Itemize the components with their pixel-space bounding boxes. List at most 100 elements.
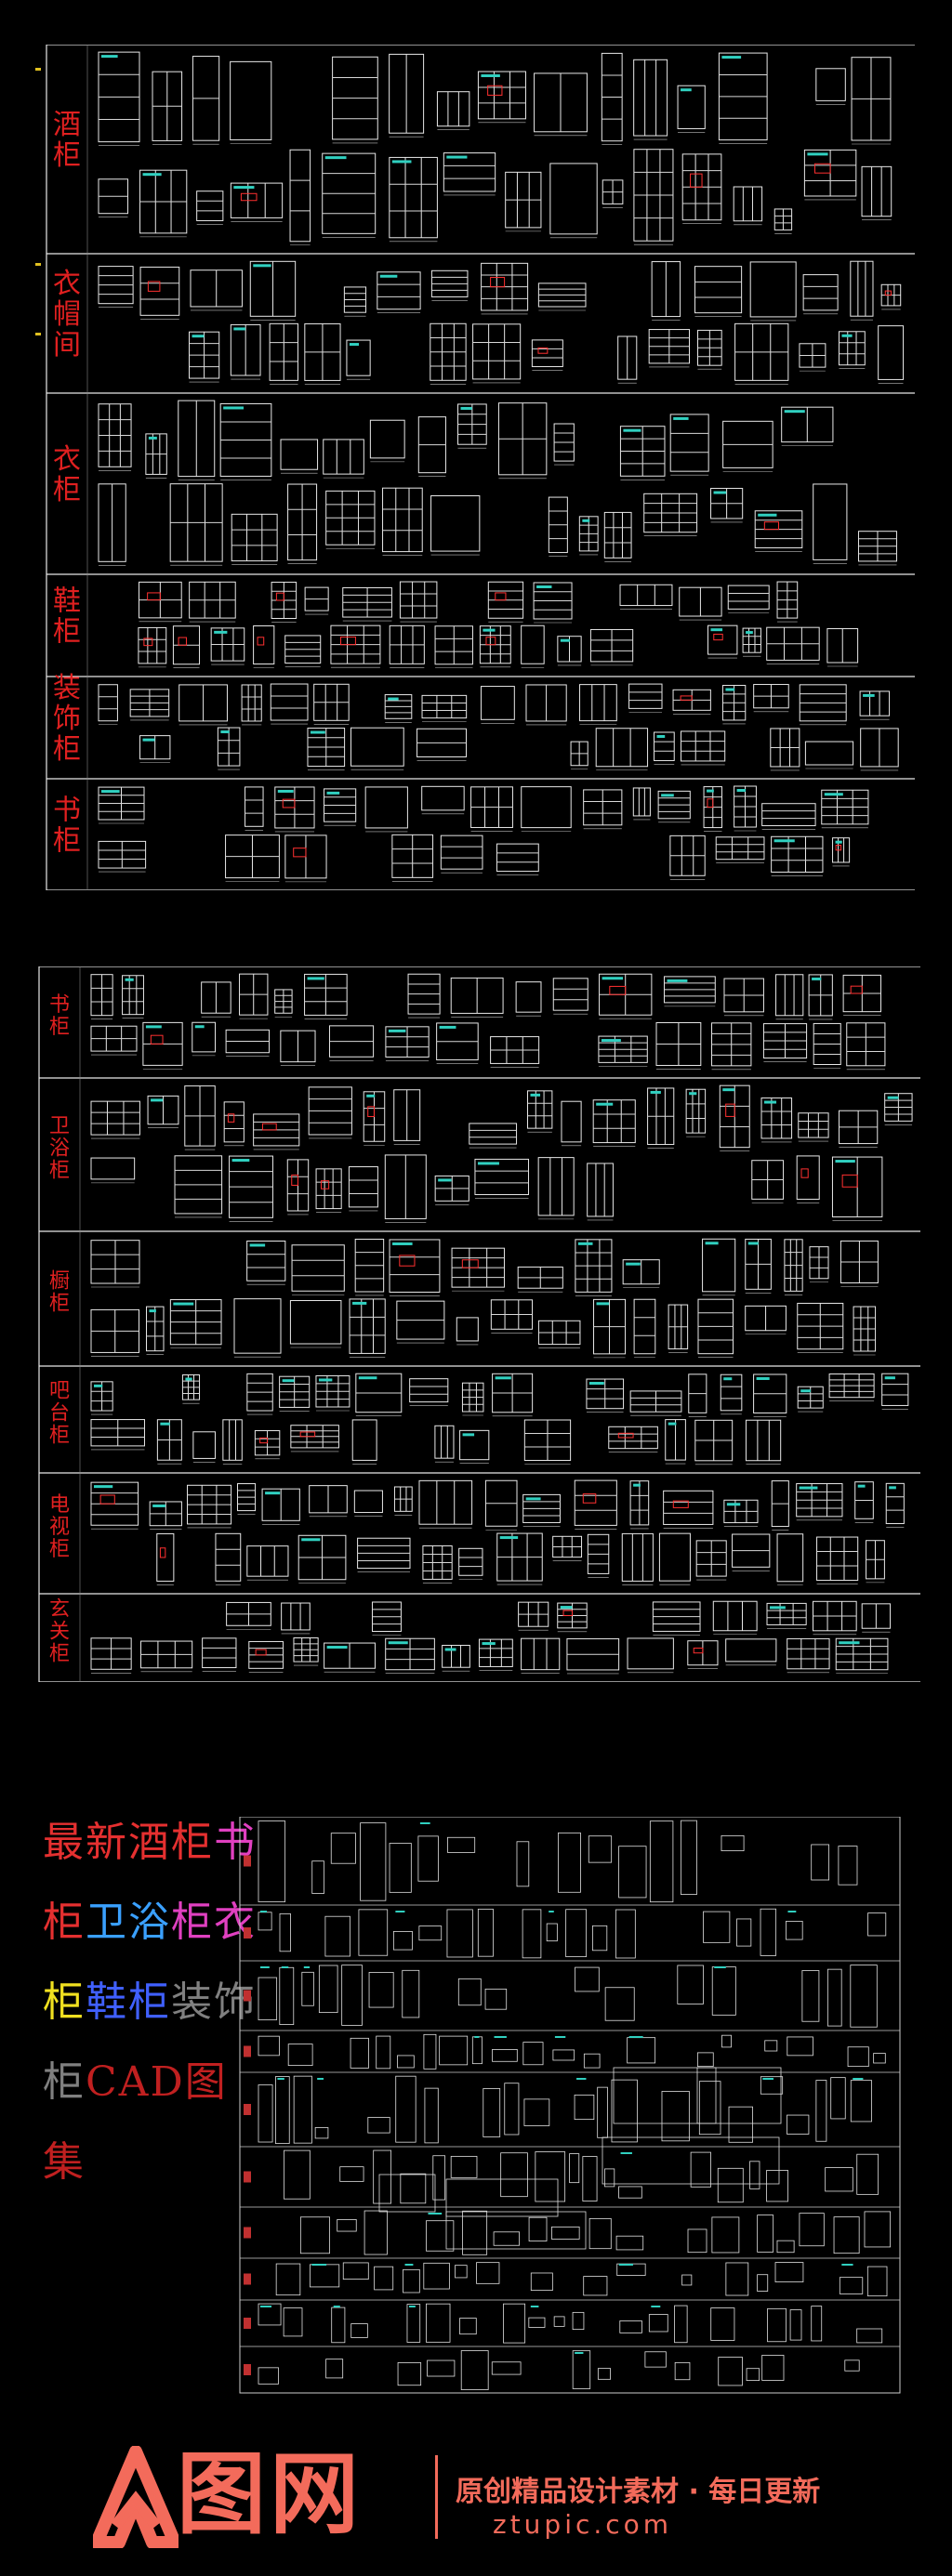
cad-cabinet-drawing	[799, 343, 826, 372]
cad-cabinet-drawing	[309, 1485, 348, 1518]
cad-cabinet-drawing	[798, 1112, 829, 1142]
cad-cabinet-drawing	[557, 1602, 588, 1633]
cad-cabinet-drawing	[821, 789, 869, 829]
cad-cabinet-drawing	[652, 1601, 701, 1636]
cad-thumbnail	[864, 2211, 892, 2248]
cad-thumbnail	[767, 2307, 787, 2343]
cad-cabinet-drawing	[229, 1155, 273, 1222]
cad-cabinet-drawing	[629, 1480, 650, 1530]
cad-cabinet-drawing	[521, 1637, 561, 1674]
cad-cabinet-drawing	[230, 60, 272, 144]
cad-cabinet-drawing	[90, 1419, 145, 1451]
cad-cabinet-drawing	[797, 1302, 844, 1354]
cad-cabinet-drawing	[598, 1035, 648, 1067]
cad-thumbnail	[258, 2303, 282, 2326]
cad-thumbnail	[403, 2264, 420, 2293]
cad-thumbnail	[459, 2318, 477, 2335]
cad-thumbnail	[330, 1833, 356, 1864]
cad-cabinet-drawing	[497, 402, 548, 480]
cad-cabinet-drawing	[808, 974, 833, 1020]
cad-cabinet-drawing	[766, 626, 820, 664]
cad-thumbnail	[681, 2274, 693, 2286]
cad-cabinet-drawing	[480, 686, 515, 724]
cad-thumbnail	[258, 1966, 278, 2020]
cad-cabinet-drawing	[324, 1642, 376, 1673]
cad-cabinet-drawing	[633, 149, 674, 245]
cad-drawing-overview	[239, 1817, 901, 2394]
cad-thumbnail	[867, 1912, 887, 1937]
cad-cabinet-drawing	[147, 1095, 179, 1129]
cad-cabinet-drawing	[761, 803, 816, 830]
cad-cabinet-drawing	[775, 974, 804, 1020]
cad-cabinet-drawing	[291, 1244, 345, 1295]
cad-cabinet-drawing	[771, 835, 824, 876]
cad-cabinet-drawing	[217, 727, 241, 770]
cad-cabinet-drawing	[633, 1298, 656, 1359]
cad-thumbnail	[360, 1822, 387, 1901]
cad-thumbnail	[364, 2210, 388, 2255]
cad-cabinet-drawing	[385, 1637, 435, 1675]
cad-cabinet-drawing	[399, 581, 438, 623]
cad-cabinet-drawing	[583, 789, 623, 830]
promo-seg: 最新	[43, 1819, 128, 1866]
cad-thumbnail	[588, 2217, 612, 2250]
cad-cabinet-drawing	[669, 414, 709, 476]
cad-cabinet-drawing	[308, 1086, 352, 1139]
cad-cabinet-drawing	[851, 57, 892, 145]
cad-thumbnail	[850, 1965, 878, 2028]
cad-cabinet-drawing	[139, 266, 180, 320]
cad-cabinet-drawing	[391, 834, 434, 882]
cad-cabinet-drawing	[721, 685, 747, 725]
cad-thumbnail	[503, 2303, 526, 2344]
cad-thumbnail	[301, 1966, 314, 2006]
cad-cabinet-drawing	[223, 1101, 245, 1147]
cad-cabinet-drawing	[90, 1240, 140, 1288]
cad-thumbnail	[760, 2076, 784, 2095]
cad-cabinet-drawing	[776, 1533, 804, 1586]
cad-cabinet-drawing	[479, 625, 511, 668]
category-label: 书柜	[53, 795, 81, 858]
cad-thumbnail	[787, 2036, 813, 2057]
cad-cabinet-drawing	[643, 493, 698, 537]
cad-thumbnail	[711, 1966, 736, 2016]
cad-thumbnail	[504, 2083, 520, 2136]
cad-cabinet-drawing	[812, 1600, 857, 1636]
cad-thumbnail	[551, 2226, 580, 2240]
cad-thumbnail	[604, 1987, 635, 2021]
cad-thumbnail	[476, 2262, 500, 2284]
promo-seg: 柜	[171, 1899, 214, 1946]
cad-cabinet-drawing	[663, 1490, 714, 1529]
cad-cabinet-drawing	[647, 1087, 675, 1149]
cad-cabinet-drawing	[189, 331, 220, 383]
cad-cabinet-drawing	[253, 624, 275, 668]
cad-cabinet-drawing	[169, 483, 223, 566]
cad-cabinet-drawing	[651, 261, 681, 321]
cad-cabinet-drawing	[566, 1637, 620, 1675]
cad-cabinet-drawing	[389, 156, 438, 243]
cad-cabinet-drawing	[98, 51, 140, 146]
cad-cabinet-drawing	[328, 1025, 375, 1061]
cad-cabinet-drawing	[575, 1239, 613, 1296]
cad-cabinet-drawing	[552, 1535, 583, 1561]
cad-cabinet-drawing	[239, 973, 269, 1019]
cad-thumbnail	[283, 2307, 303, 2337]
cad-cabinet-drawing	[364, 786, 408, 833]
cad-thumbnail	[484, 1988, 508, 2010]
cad-thumbnail	[619, 2320, 642, 2333]
cad-thumbnail	[287, 2044, 313, 2067]
cad-cabinet-drawing	[732, 1533, 771, 1571]
cad-cabinet-drawing	[270, 683, 309, 725]
cad-cabinet-drawing	[633, 59, 668, 140]
cad-cabinet-drawing	[815, 68, 846, 105]
cad-thumbnail	[341, 1965, 363, 2026]
cad-cabinet-drawing	[619, 426, 666, 480]
cad-thumbnail	[325, 2359, 344, 2379]
cad-cabinet-drawing	[248, 1640, 284, 1673]
cad-cabinet-drawing	[371, 1601, 402, 1636]
cad-cabinet-drawing	[723, 978, 764, 1017]
cad-cabinet-drawing	[753, 684, 789, 713]
cad-cabinet-drawing	[537, 283, 587, 311]
cad-thumbnail	[711, 2216, 740, 2254]
cad-thumbnail	[314, 2078, 329, 2139]
cad-thumbnail	[397, 2055, 415, 2069]
